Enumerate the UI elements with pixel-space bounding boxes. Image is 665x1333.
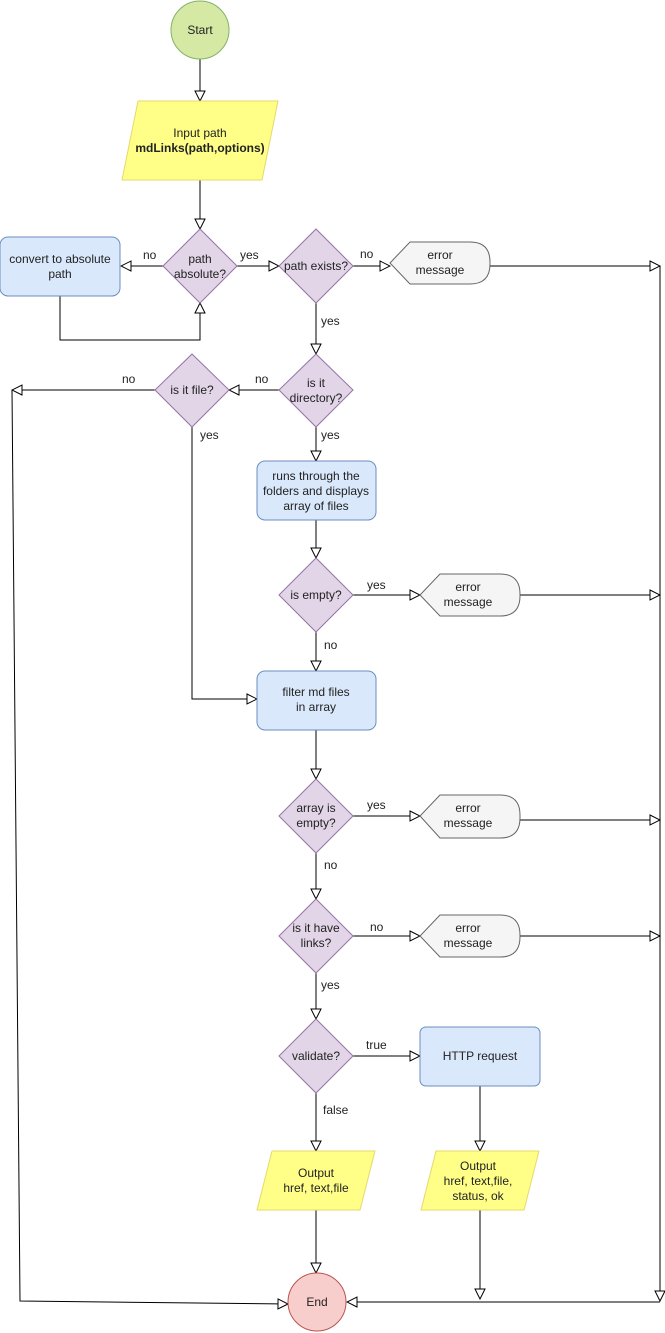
error4-label-2: message <box>444 936 493 950</box>
output2-label-1: Output <box>460 1159 497 1173</box>
label-absolute-yes: yes <box>240 248 259 262</box>
path-absolute-decision: path absolute? <box>162 228 238 304</box>
label-file-yes: yes <box>200 428 219 442</box>
input-label-1: Input path <box>173 126 226 140</box>
filter-label-2: in array <box>296 700 336 714</box>
error3-label-1: error <box>455 801 480 815</box>
output1-label-2: href, text,file <box>283 1181 349 1195</box>
label-links-no: no <box>370 920 384 934</box>
error-message-1: error message <box>389 241 491 285</box>
have-links-decision: is it have links? <box>278 898 354 974</box>
array-empty-decision: array is empty? <box>278 778 354 854</box>
label-absolute-no: no <box>143 248 157 262</box>
error2-label-2: message <box>444 595 493 609</box>
label-validate-true: true <box>366 1038 387 1052</box>
error1-label-2: message <box>416 263 465 277</box>
error3-label-2: message <box>444 816 493 830</box>
path-absolute-label-1: path <box>188 252 211 266</box>
label-exists-yes: yes <box>321 314 340 328</box>
is-file-decision: is it file? <box>154 353 230 428</box>
output-basic-node: Output href, text,file <box>256 1150 376 1211</box>
edge-file-yes <box>191 427 257 699</box>
label-empty-no: no <box>324 638 338 652</box>
end-label: End <box>306 1295 327 1309</box>
convert-label-2: path <box>48 267 71 281</box>
label-empty-yes: yes <box>367 578 386 592</box>
label-array-yes: yes <box>367 798 386 812</box>
is-empty-decision: is empty? <box>278 557 354 633</box>
http-request-process: HTTP request <box>419 1026 541 1087</box>
label-array-no: no <box>324 858 338 872</box>
have-links-label-1: is it have <box>292 921 340 935</box>
runs-label-3: array of files <box>283 499 348 513</box>
error2-label-1: error <box>455 580 480 594</box>
array-empty-label-1: array is <box>296 801 335 815</box>
path-exists-decision: path exists? <box>278 228 354 304</box>
is-file-label: is it file? <box>170 383 214 397</box>
output2-label-3: status, ok <box>452 1189 504 1203</box>
end-node: End <box>287 1272 347 1332</box>
error-message-2: error message <box>419 573 521 617</box>
error-message-3: error message <box>419 794 521 839</box>
label-validate-false: false <box>323 1103 349 1117</box>
start-label: Start <box>187 23 213 37</box>
have-links-label-2: links? <box>301 936 332 950</box>
runs-label-1: runs through the <box>272 469 360 483</box>
path-absolute-label-2: absolute? <box>174 267 226 281</box>
is-empty-label: is empty? <box>290 588 342 602</box>
array-empty-label-2: empty? <box>296 816 336 830</box>
label-directory-yes: yes <box>321 428 340 442</box>
label-directory-no: no <box>255 372 269 386</box>
runs-label-2: folders and displays <box>263 484 369 498</box>
is-directory-label-1: is it <box>307 376 326 390</box>
label-exists-no: no <box>360 247 374 261</box>
error-message-4: error message <box>419 914 521 958</box>
is-directory-decision: is it directory? <box>278 353 354 428</box>
output-validated-node: Output href, text,file, status, ok <box>420 1150 540 1211</box>
filter-md-process: filter md files in array <box>256 670 377 731</box>
output1-label-1: Output <box>298 1166 335 1180</box>
convert-absolute-process: convert to absolute path <box>0 236 121 297</box>
validate-decision: validate? <box>278 1018 354 1094</box>
label-file-no: no <box>122 372 136 386</box>
validate-label: validate? <box>292 1049 340 1063</box>
edges <box>12 59 660 1304</box>
error1-label-1: error <box>427 248 452 262</box>
edge-convert-loop <box>59 296 200 341</box>
output2-label-2: href, text,file, <box>444 1174 513 1188</box>
nodes: Start Input path mdLinks(path,options) p… <box>0 0 541 1332</box>
path-exists-label: path exists? <box>284 259 348 273</box>
filter-label-1: filter md files <box>282 685 349 699</box>
error4-label-1: error <box>455 921 480 935</box>
edge-labels: no yes no yes no yes no yes yes no yes n… <box>122 247 387 1117</box>
http-label: HTTP request <box>443 1049 518 1063</box>
convert-label-1: convert to absolute <box>9 252 111 266</box>
is-directory-label-2: directory? <box>290 391 343 405</box>
label-links-yes: yes <box>321 978 340 992</box>
input-label-2: mdLinks(path,options) <box>135 141 264 155</box>
edge-left-rail-end <box>11 389 288 1304</box>
runs-through-process: runs through the folders and displays ar… <box>256 460 377 521</box>
input-path-node: Input path mdLinks(path,options) <box>121 100 279 181</box>
start-node: Start <box>170 0 230 60</box>
